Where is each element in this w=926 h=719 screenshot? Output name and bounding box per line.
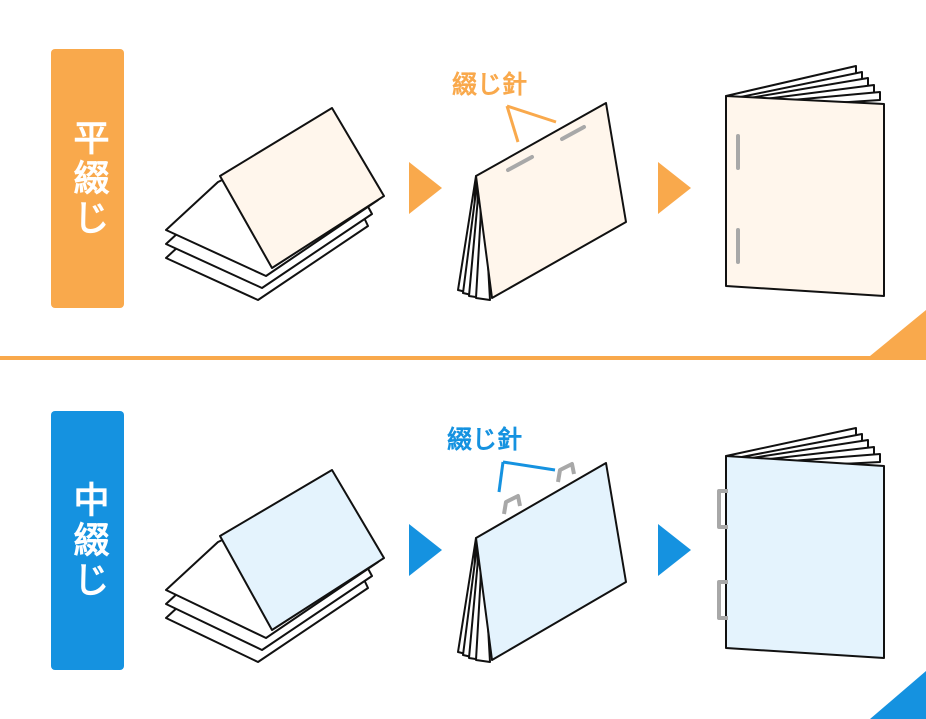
right-triangle-arrow-icon	[658, 162, 691, 214]
right-triangle-arrow-icon	[409, 162, 442, 214]
folded-sheets-icon	[165, 107, 385, 301]
folded-sheets-icon	[165, 469, 385, 663]
side-stitch-staple-label: 綴じ針	[452, 70, 528, 99]
staple-bent-lower-icon	[556, 462, 576, 483]
side-stitch-label-tab: 平綴じ	[51, 49, 124, 308]
staple-pointer-lines	[505, 104, 557, 143]
staple-spine-upper-icon	[717, 489, 728, 529]
right-triangle-arrow-icon	[409, 524, 442, 576]
stapled-sheets-icon	[457, 102, 627, 301]
right-triangle-arrow-icon	[658, 524, 691, 576]
saddle-stitch-staple-label: 綴じ針	[447, 425, 523, 454]
finished-booklet-icon	[725, 65, 885, 297]
staple-pointer-lines	[497, 460, 556, 493]
staple-flat-lower-icon	[560, 125, 586, 141]
saddle-stitch-label-tab: 中綴じ	[51, 411, 124, 670]
blue-corner-decoration	[870, 671, 926, 719]
staple-flat-upper-icon	[506, 155, 534, 172]
staple-spine-lower-icon	[717, 580, 728, 620]
staple-bent-upper-icon	[502, 494, 522, 515]
side-stitch-label: 平綴じ	[67, 118, 109, 239]
section-divider	[0, 356, 926, 360]
orange-corner-decoration	[870, 310, 926, 356]
stapled-sheets-icon	[457, 462, 627, 663]
saddle-stitch-label: 中綴じ	[67, 480, 109, 601]
finished-booklet-icon	[725, 427, 885, 659]
